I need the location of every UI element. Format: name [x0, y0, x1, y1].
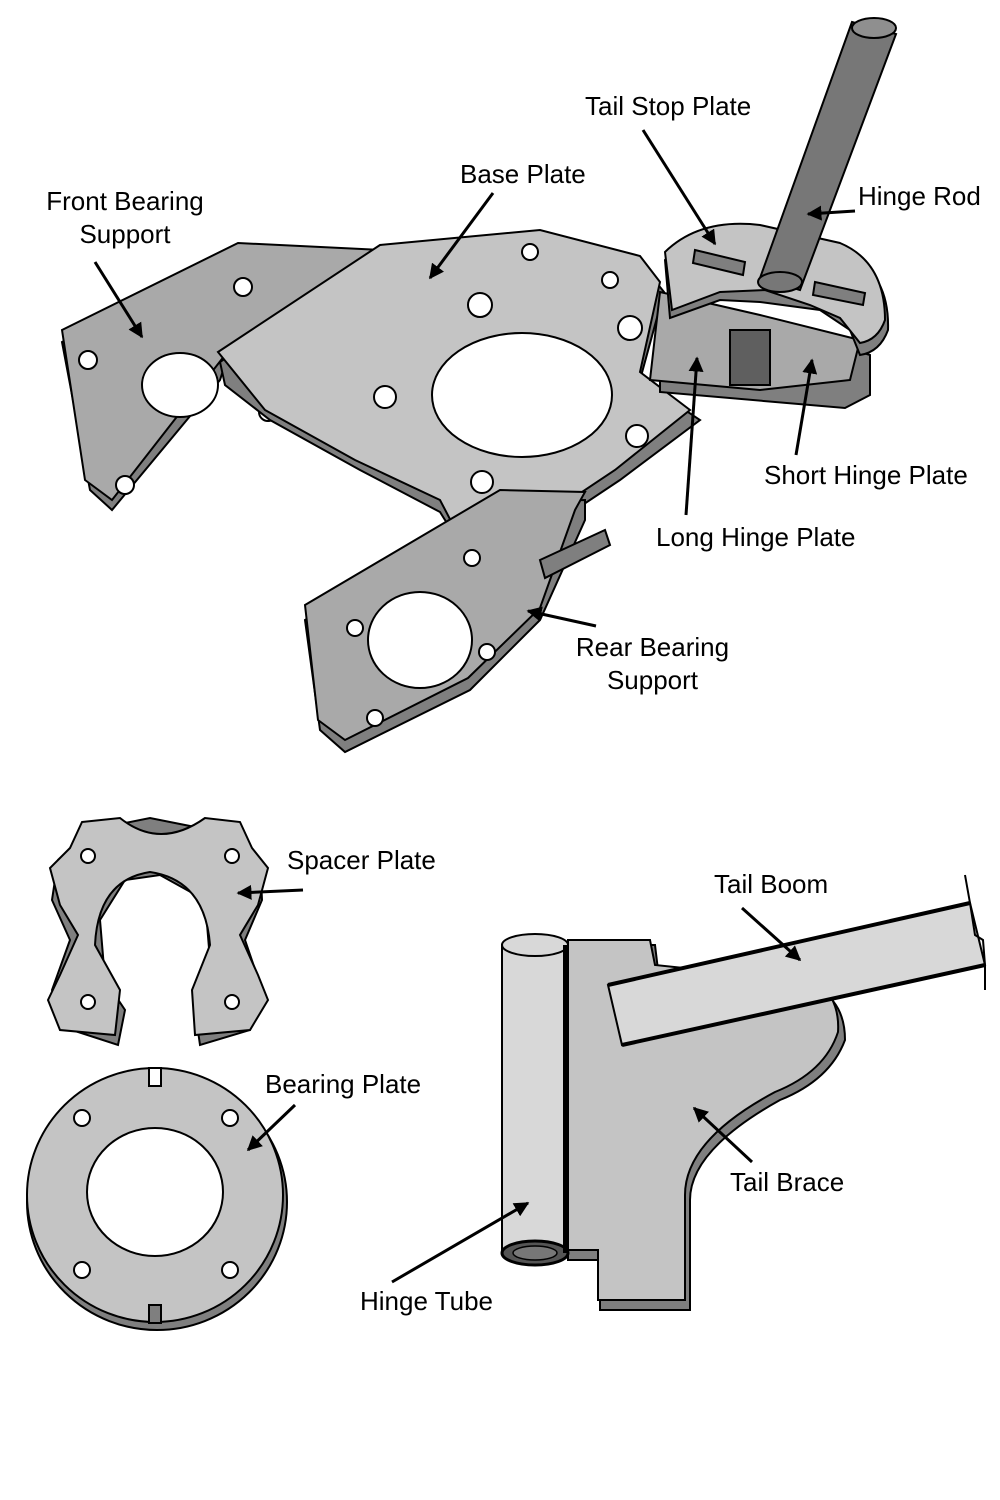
arrow-bearing-plate — [246, 1103, 297, 1152]
label-short-hinge-plate: Short Hinge Plate — [764, 460, 968, 490]
arrow-front-bearing-support — [93, 261, 144, 339]
arrow-tail-boom — [740, 906, 802, 962]
label-rear-bearing-support-line2: Support — [606, 665, 699, 695]
label-front-bearing-support: Front Bearing Support — [20, 185, 230, 251]
arrow-hinge-tube — [391, 1201, 530, 1284]
label-tail-brace: Tail Brace — [730, 1167, 845, 1197]
label-rear-bearing-support-line1: Rear Bearing — [575, 632, 730, 662]
label-tail-boom: Tail Boom — [714, 869, 829, 899]
rear-bearing-support — [303, 488, 612, 754]
arrow-short-hinge-plate — [794, 358, 818, 456]
label-rear-bearing-support: Rear Bearing Support — [560, 631, 745, 697]
leader-arrows — [93, 129, 856, 1284]
arrow-hinge-rod — [806, 205, 856, 221]
tail-boom — [606, 874, 987, 1047]
label-front-bearing-support-line2: Support — [79, 219, 171, 249]
bearing-plate — [26, 1067, 288, 1331]
label-bearing-plate: Bearing Plate — [265, 1069, 422, 1099]
arrow-base-plate — [428, 192, 495, 280]
arrow-long-hinge-plate — [684, 356, 704, 516]
label-hinge-tube: Hinge Tube — [360, 1286, 493, 1316]
label-long-hinge-plate: Long Hinge Plate — [656, 522, 856, 552]
arrow-rear-bearing-support — [526, 606, 597, 628]
label-front-bearing-support-line1: Front Bearing — [46, 186, 204, 216]
hinge-tube — [500, 933, 570, 1267]
arrow-tail-stop-plate — [641, 129, 717, 246]
label-tail-stop-plate: Tail Stop Plate — [585, 91, 752, 121]
hinge-rod — [757, 17, 898, 293]
spacer-plate — [46, 816, 270, 1047]
base-plate — [216, 228, 702, 562]
label-base-plate: Base Plate — [460, 159, 586, 189]
arrow-spacer-plate — [236, 884, 304, 900]
label-spacer-plate: Spacer Plate — [287, 845, 436, 875]
arrow-tail-brace — [692, 1106, 754, 1164]
label-hinge-rod: Hinge Rod — [858, 181, 981, 211]
